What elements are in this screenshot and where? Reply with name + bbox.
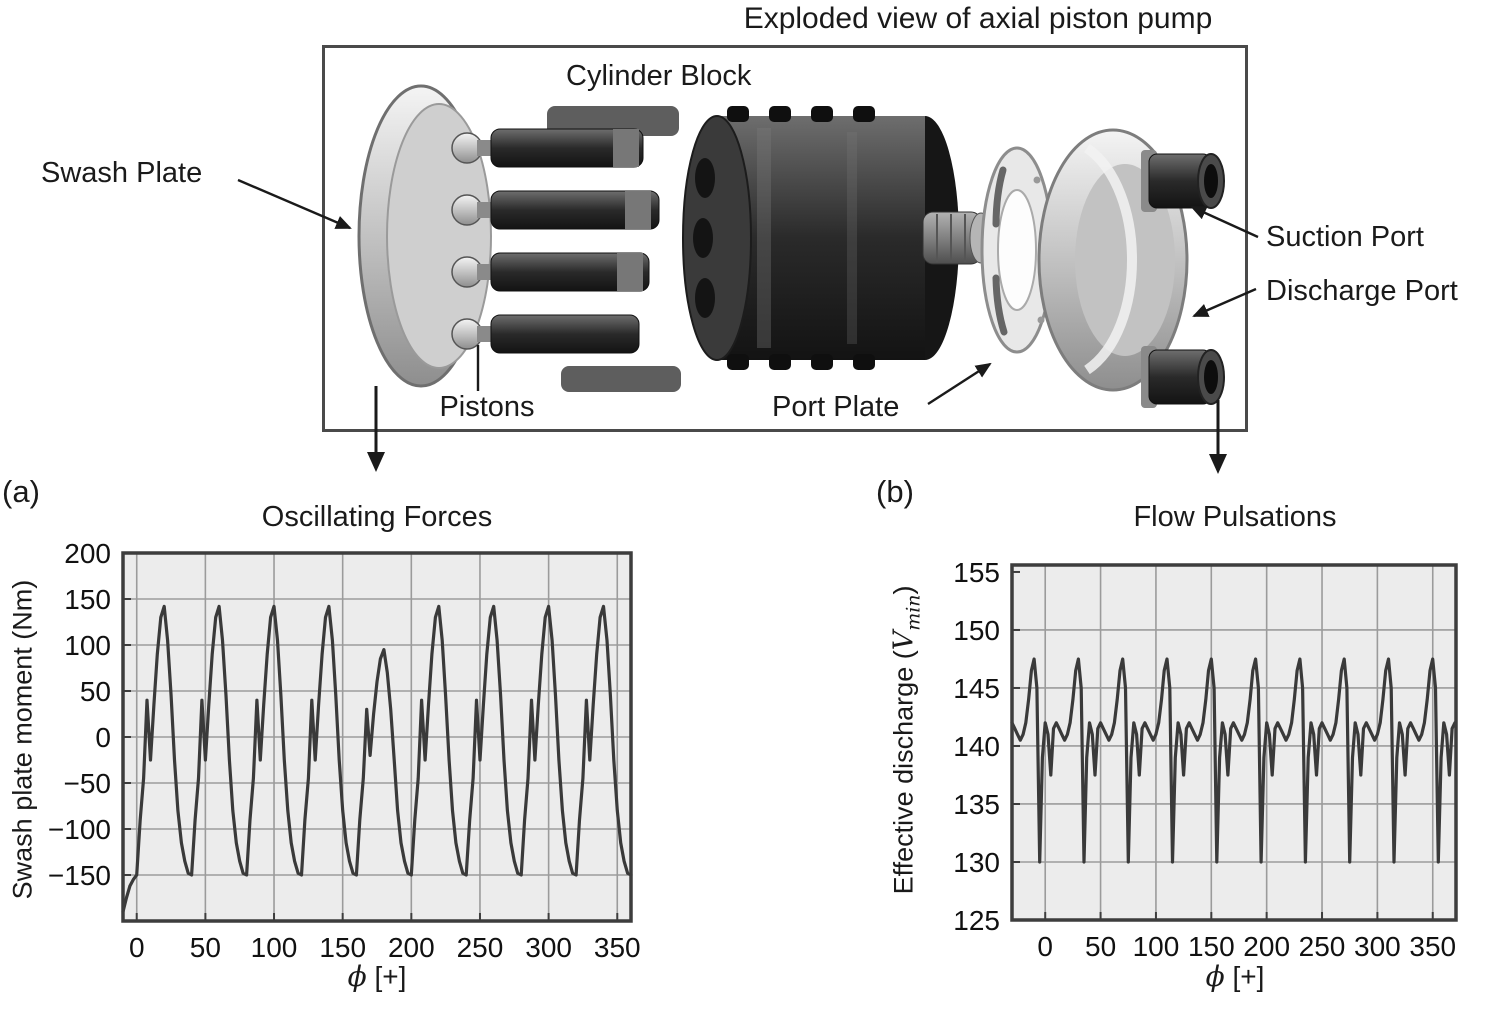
end-cap-illustration <box>1037 128 1225 408</box>
suction-port-illustration <box>1141 150 1225 212</box>
discharge-port-illustration <box>1141 346 1225 408</box>
svg-text:50: 50 <box>80 676 111 707</box>
oscillating-forces-chart: 0 50 100 150 200 250 300 350 −150 −100 −50 0 50 100 15… <box>48 538 641 963</box>
chart-b-title: Flow Pulsations <box>1133 501 1337 533</box>
svg-text:50: 50 <box>1085 931 1116 962</box>
phi-symbol: ϕ <box>1205 960 1225 993</box>
port-plate-illustration <box>980 146 1054 354</box>
svg-text:−50: −50 <box>64 768 112 799</box>
svg-text:200: 200 <box>64 538 111 569</box>
piston-illustration <box>451 190 660 230</box>
piston-illustration <box>561 366 681 392</box>
chart-b-ylabel: Effective discharge (Vmin) <box>888 585 926 895</box>
svg-text:150: 150 <box>64 584 111 615</box>
svg-text:150: 150 <box>1188 931 1235 962</box>
pistons-illustration <box>451 128 660 354</box>
svg-text:250: 250 <box>1299 931 1346 962</box>
swash-plate-illustration <box>357 84 492 388</box>
suction-port-label: Suction Port <box>1266 221 1424 253</box>
svg-text:300: 300 <box>1354 931 1401 962</box>
port-plate-label: Port Plate <box>772 391 900 423</box>
chart-b-ylabel-pre: Effective discharge ( <box>888 650 919 895</box>
piston-illustration <box>451 128 644 168</box>
svg-text:−100: −100 <box>48 814 111 845</box>
svg-text:100: 100 <box>1133 931 1180 962</box>
figure-title: Exploded view of axial piston pump <box>743 2 1213 35</box>
chart-a-ylabel: Swash plate moment (Nm) <box>7 579 38 900</box>
svg-text:140: 140 <box>953 731 1000 762</box>
svg-text:0: 0 <box>129 932 145 963</box>
cylinder-block-label: Cylinder Block <box>566 60 752 92</box>
svg-text:200: 200 <box>1243 931 1290 962</box>
svg-text:155: 155 <box>953 557 1000 588</box>
svg-text:350: 350 <box>594 932 641 963</box>
svg-text:0: 0 <box>95 722 111 753</box>
pump-exploded-view-box <box>322 45 1248 432</box>
chart-b-ylabel-symbol: V <box>888 630 920 651</box>
svg-text:145: 145 <box>953 673 1000 704</box>
svg-text:300: 300 <box>525 932 572 963</box>
chart-b-xlabel: ϕ [+] <box>1012 960 1458 993</box>
chart-b-ylabel-post: ) <box>888 585 919 595</box>
svg-text:125: 125 <box>953 905 1000 936</box>
svg-text:100: 100 <box>64 630 111 661</box>
svg-text:250: 250 <box>457 932 504 963</box>
chart-a-title: Oscillating Forces <box>261 501 493 533</box>
chart-b-ylabel-subscript: min <box>902 594 925 631</box>
panel-a-tag: (a) <box>2 474 40 509</box>
cylinder-block-illustration <box>682 106 959 370</box>
flow-pulsations-chart: 0 50 100 150 200 250 300 350 125 130 135 140 145 150 1… <box>953 557 1458 962</box>
svg-text:50: 50 <box>190 932 221 963</box>
piston-illustration <box>451 314 640 354</box>
swash-plate-label: Swash Plate <box>41 157 203 189</box>
svg-text:130: 130 <box>953 847 1000 878</box>
chart-a-xlabel-unit: [+] <box>374 961 407 992</box>
discharge-port-label: Discharge Port <box>1266 275 1458 307</box>
chart-a-xlabel: ϕ [+] <box>123 960 631 993</box>
svg-text:350: 350 <box>1409 931 1456 962</box>
chart-b-xlabel-unit: [+] <box>1232 961 1265 992</box>
svg-text:150: 150 <box>319 932 366 963</box>
phi-symbol: ϕ <box>347 960 367 993</box>
svg-text:150: 150 <box>953 615 1000 646</box>
svg-text:135: 135 <box>953 789 1000 820</box>
pistons-label: Pistons <box>439 391 535 423</box>
svg-text:0: 0 <box>1037 931 1053 962</box>
panel-b-tag: (b) <box>876 474 914 509</box>
pump-illustration <box>357 84 1225 408</box>
svg-text:200: 200 <box>388 932 435 963</box>
svg-text:100: 100 <box>251 932 298 963</box>
svg-text:−150: −150 <box>48 860 111 891</box>
piston-illustration <box>451 252 650 292</box>
